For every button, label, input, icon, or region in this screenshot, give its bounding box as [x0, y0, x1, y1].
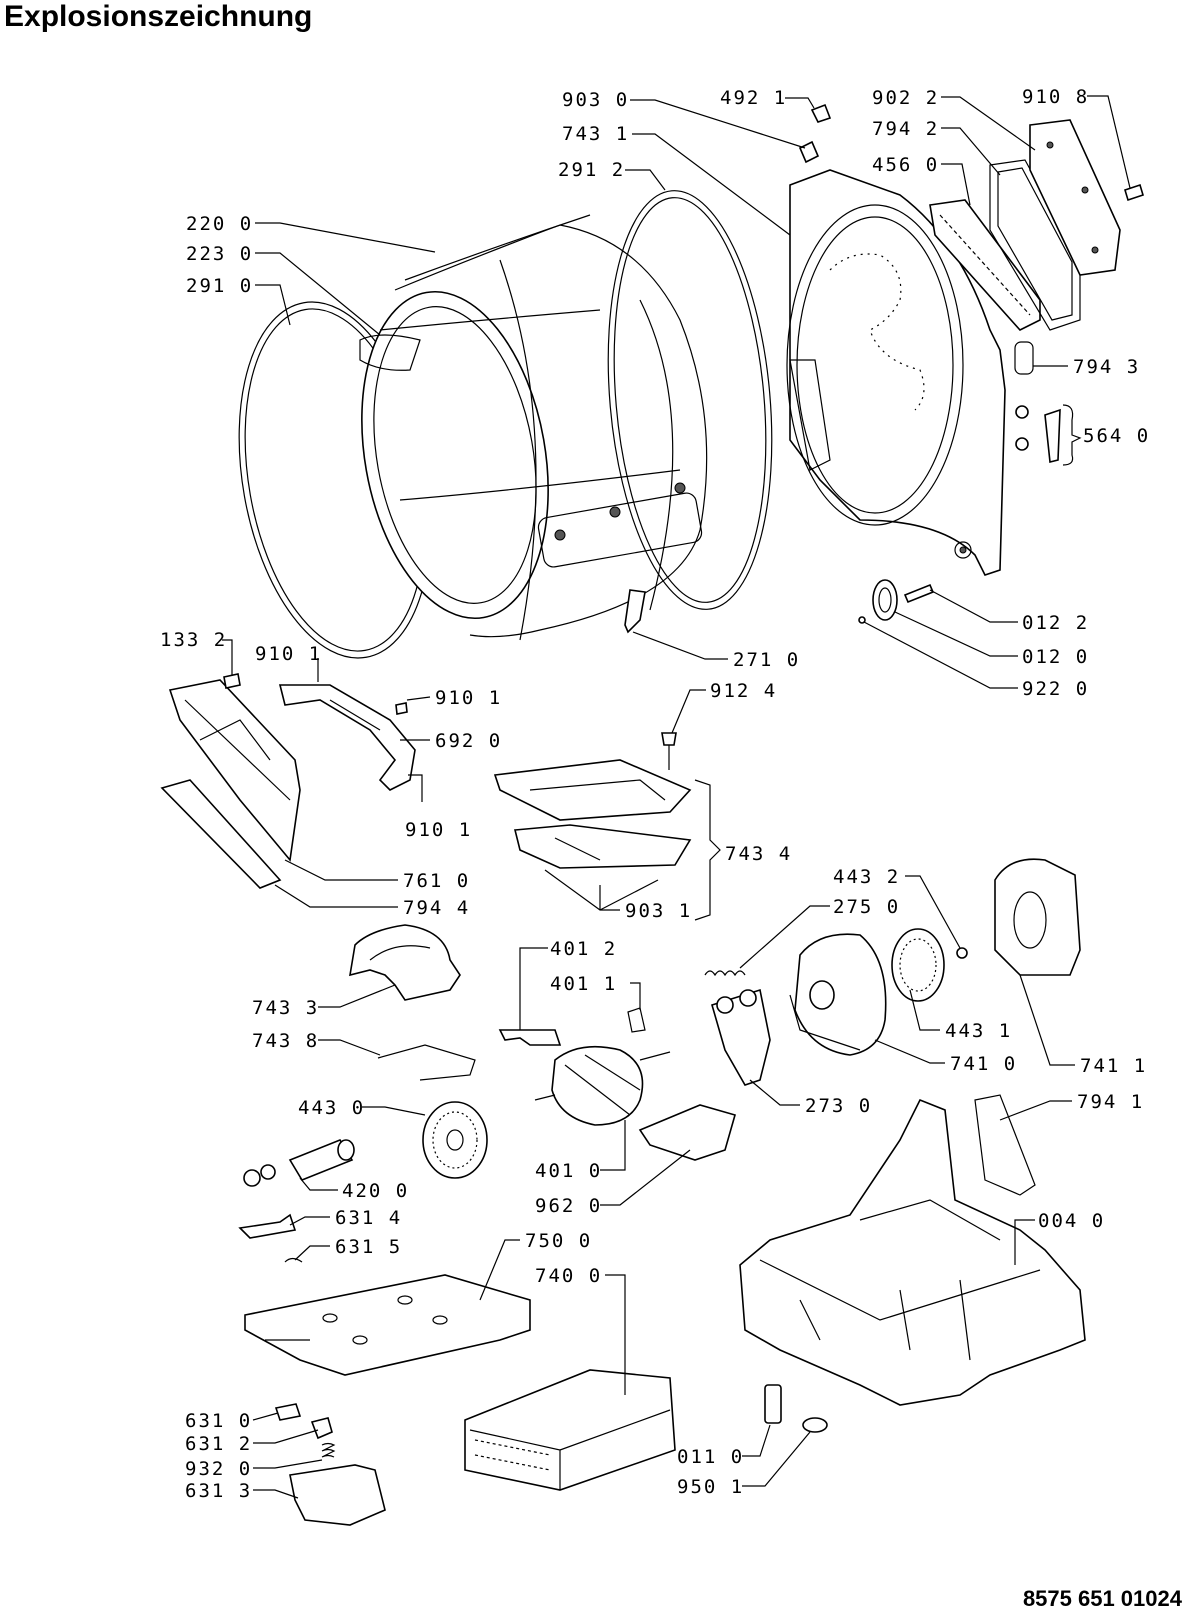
label-631-4: 631 4: [335, 1207, 402, 1229]
label-950-1: 950 1: [677, 1476, 744, 1498]
label-420-0: 420 0: [342, 1180, 409, 1202]
label-291-0: 291 0: [186, 275, 253, 297]
part-belt-tensioner: [711, 988, 771, 1086]
label-401-2: 401 2: [550, 938, 617, 960]
part-handle: [278, 684, 416, 791]
part-drum: [359, 214, 708, 641]
part-sensor-clips: [238, 1213, 303, 1263]
label-631-2: 631 2: [185, 1433, 252, 1455]
label-273-0: 273 0: [805, 1095, 872, 1117]
page-title: Explosionszeichnung: [4, 0, 313, 33]
label-740-0: 740 0: [535, 1265, 602, 1287]
part-duct-cover: [493, 759, 692, 869]
label-492-1: 492 1: [720, 87, 787, 109]
part-base-plate: [244, 1274, 531, 1376]
part-small-seal-794-3: [1014, 341, 1034, 375]
label-011-0: 011 0: [677, 1446, 744, 1468]
label-743-8: 743 8: [252, 1030, 319, 1052]
part-labels: 903 0 492 1 902 2 910 8 743 1 794 2 291 …: [160, 86, 1150, 1502]
label-223-0: 223 0: [186, 243, 253, 265]
label-631-0: 631 0: [185, 1410, 252, 1432]
label-692-0: 692 0: [435, 730, 502, 752]
part-drain-assembly: [274, 1403, 386, 1526]
part-rear-panel: [786, 169, 1006, 576]
label-443-2: 443 2: [833, 866, 900, 888]
label-743-1: 743 1: [562, 123, 629, 145]
part-motor: [498, 1007, 671, 1126]
part-gasket-frame: [989, 159, 1081, 331]
label-912-4: 912 4: [710, 680, 777, 702]
label-631-5: 631 5: [335, 1236, 402, 1258]
part-base-tub: [739, 1098, 1086, 1406]
label-741-0: 741 0: [950, 1053, 1017, 1075]
part-blower-housing: [994, 858, 1081, 976]
label-902-2: 902 2: [872, 87, 939, 109]
label-910-1-handle: 910 1: [255, 643, 322, 665]
label-743-3: 743 3: [252, 997, 319, 1019]
label-794-1: 794 1: [1077, 1091, 1144, 1113]
label-741-1: 741 1: [1080, 1055, 1147, 1077]
label-903-0: 903 0: [562, 89, 629, 111]
label-794-4: 794 4: [403, 897, 470, 919]
label-631-3: 631 3: [185, 1480, 252, 1502]
label-910-1-screw: 910 1: [435, 687, 502, 709]
part-tension-spring: [704, 970, 746, 977]
label-794-3: 794 3: [1073, 356, 1140, 378]
part-rear-ring: [607, 190, 773, 610]
label-443-0: 443 0: [298, 1097, 365, 1119]
label-291-2: 291 2: [558, 159, 625, 181]
part-heater-element: [929, 199, 1041, 331]
label-456-0: 456 0: [872, 154, 939, 176]
part-filter-housing: [160, 679, 301, 889]
part-clips: [798, 103, 832, 164]
label-743-4: 743 4: [725, 843, 792, 865]
label-932-0: 932 0: [185, 1458, 252, 1480]
part-fan-housing: [789, 933, 887, 1056]
label-794-2: 794 2: [872, 118, 939, 140]
label-133-2: 133 2: [160, 629, 227, 651]
label-922-0: 922 0: [1022, 678, 1089, 700]
part-foot-and-pad: [764, 1384, 828, 1433]
part-heat-exchanger: [464, 1369, 676, 1491]
part-pulley-shaft: [858, 579, 935, 624]
part-screw-910-8: [1124, 183, 1144, 202]
part-screws: [223, 673, 677, 770]
part-capacitor: [243, 1139, 355, 1187]
label-910-1-bottom: 910 1: [405, 819, 472, 841]
part-fan-wheel: [422, 1101, 488, 1179]
label-910-8: 910 8: [1022, 86, 1089, 108]
part-fan-cover: [349, 924, 461, 1001]
label-012-2: 012 2: [1022, 612, 1089, 634]
label-271-0: 271 0: [733, 649, 800, 671]
label-220-0: 220 0: [186, 213, 253, 235]
label-903-1: 903 1: [625, 900, 692, 922]
label-962-0: 962 0: [535, 1195, 602, 1217]
label-564-0: 564 0: [1083, 425, 1150, 447]
part-wire-clip: [377, 1044, 476, 1081]
part-cover-plate: [1029, 119, 1121, 276]
label-275-0: 275 0: [833, 896, 900, 918]
document-number: 8575 651 01024: [1022, 1586, 1182, 1611]
label-761-0: 761 0: [403, 870, 470, 892]
label-012-0: 012 0: [1022, 646, 1089, 668]
part-impeller: [891, 928, 968, 1002]
label-004-0: 004 0: [1038, 1210, 1105, 1232]
part-motor-cover: [638, 1104, 736, 1161]
label-750-0: 750 0: [525, 1230, 592, 1252]
part-clip-set: [1015, 405, 1061, 463]
part-duct-gasket: [974, 1094, 1036, 1196]
label-443-1: 443 1: [945, 1020, 1012, 1042]
label-401-0: 401 0: [535, 1160, 602, 1182]
label-401-1: 401 1: [550, 973, 617, 995]
leader-lines: [222, 95, 1131, 1499]
